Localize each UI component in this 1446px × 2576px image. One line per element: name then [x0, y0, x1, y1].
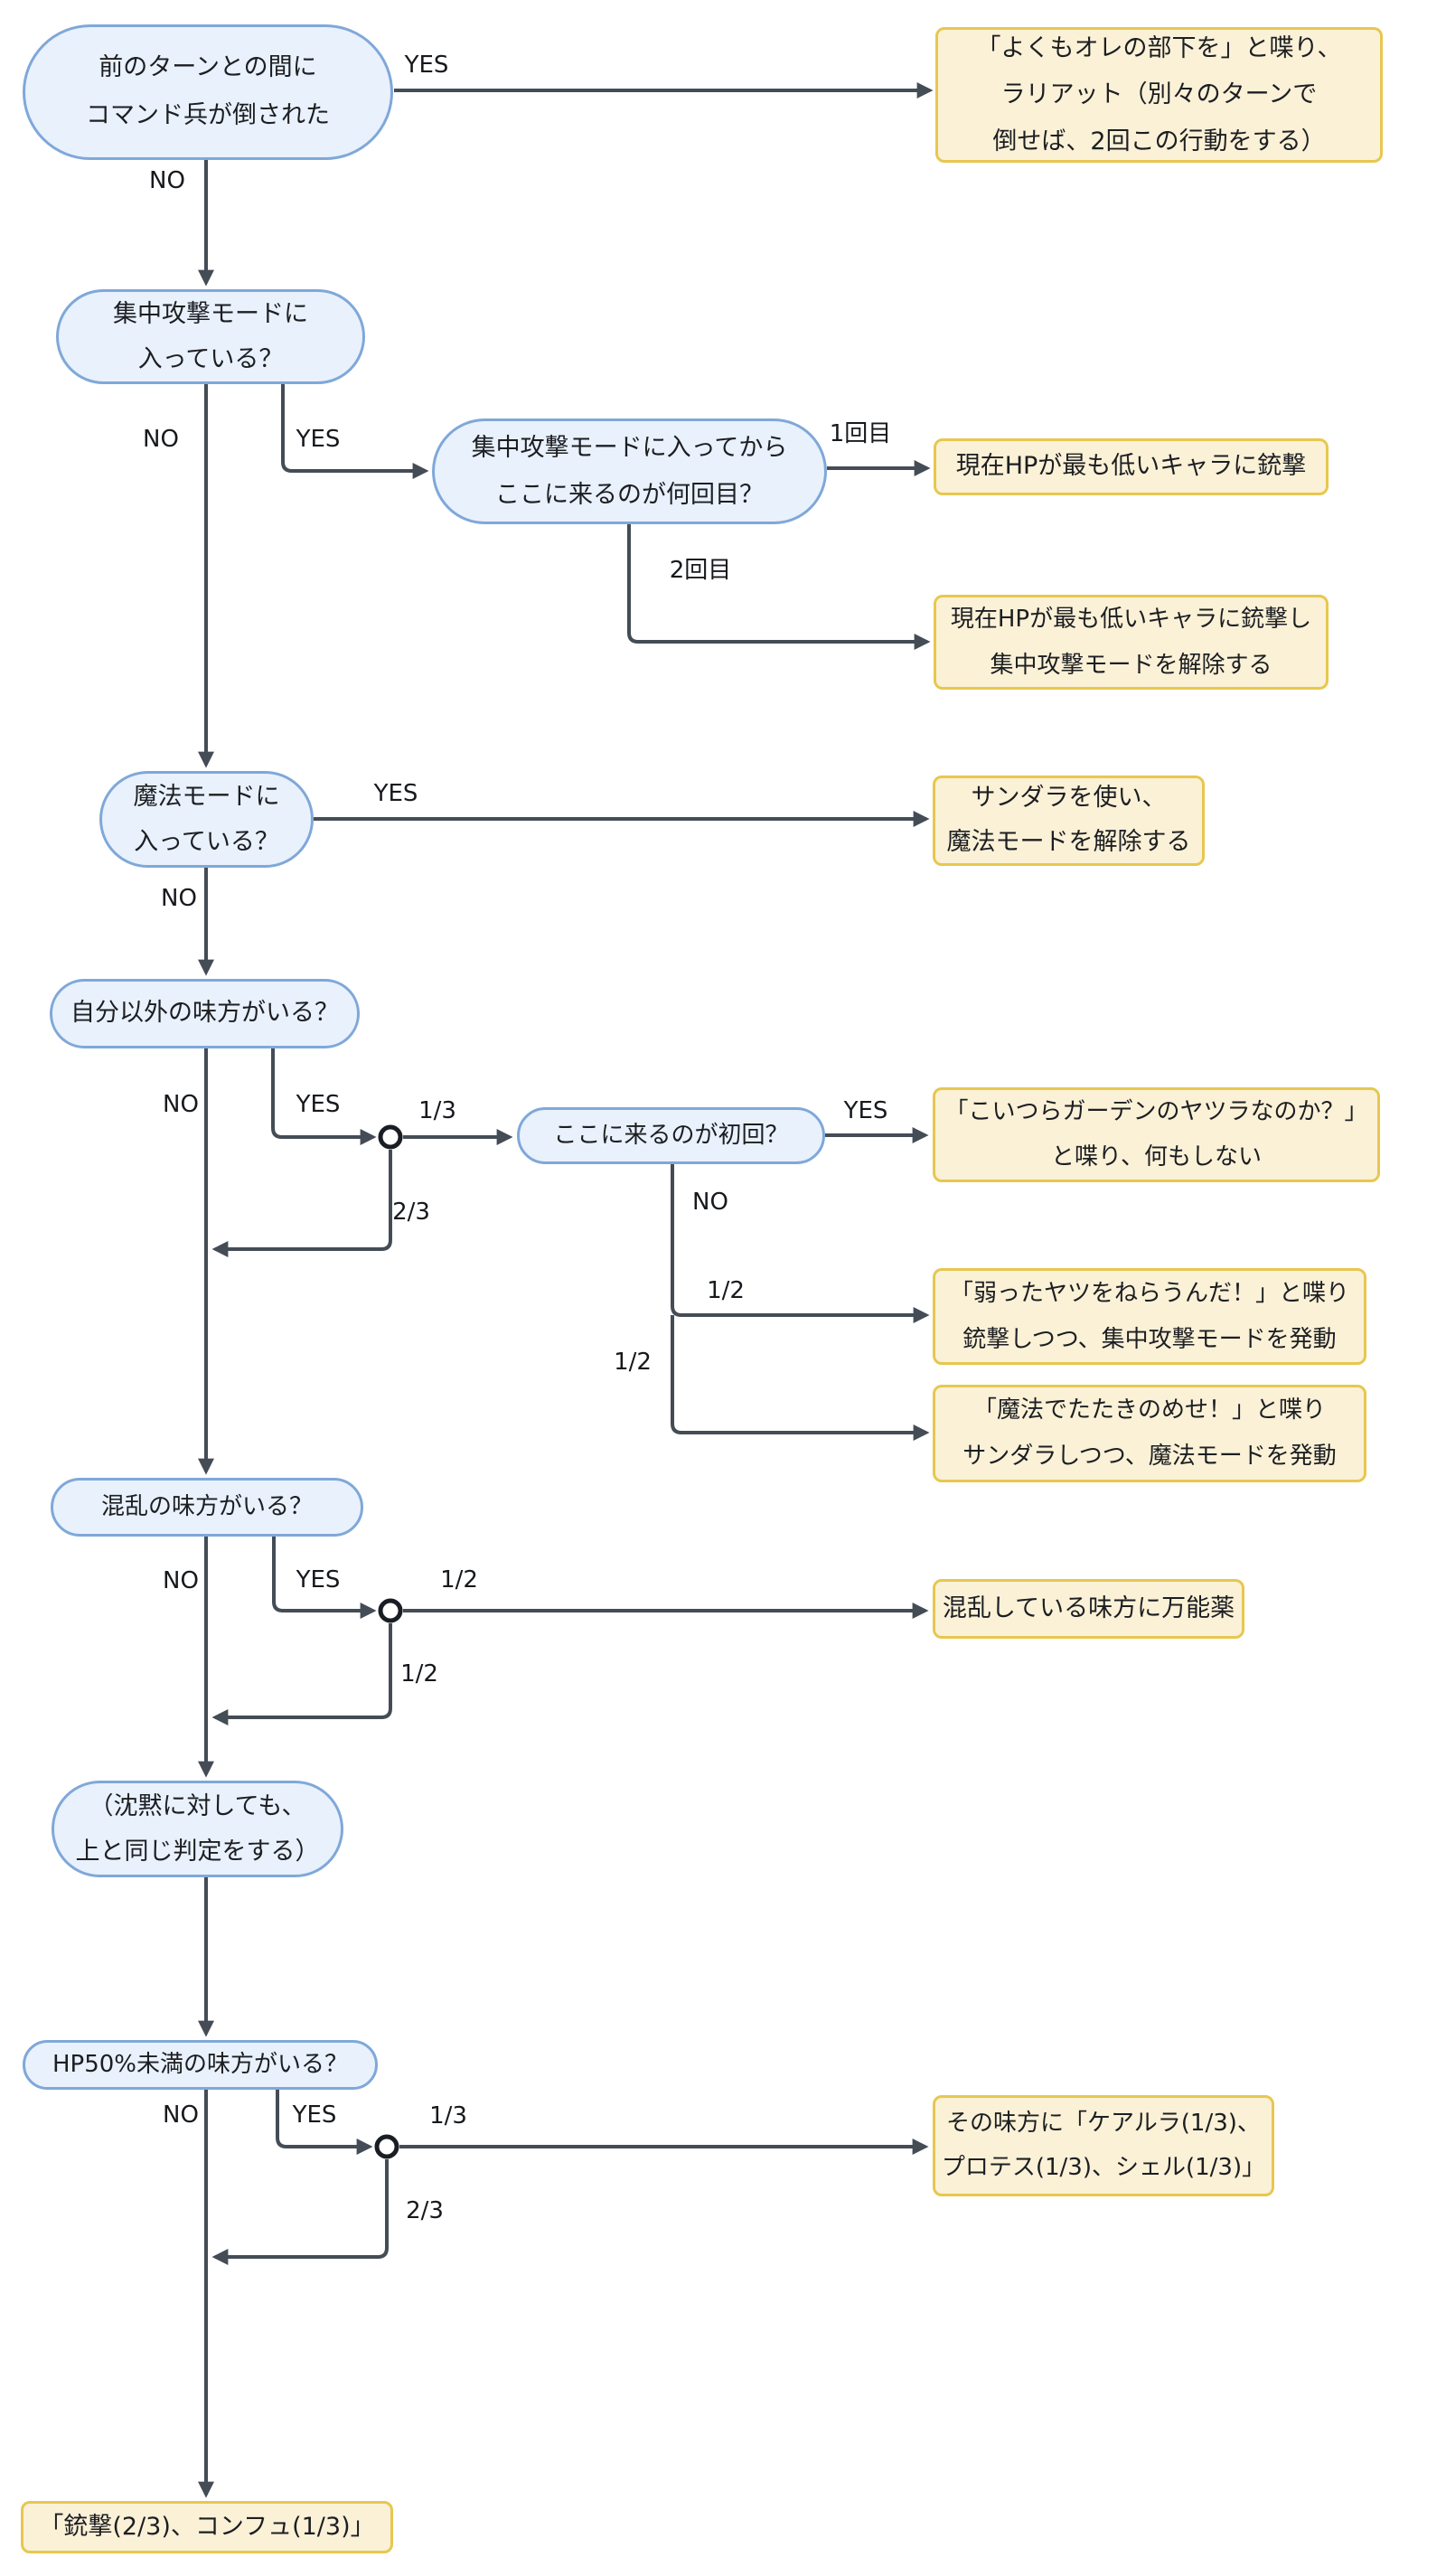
label-q5-yes: YES — [296, 1091, 341, 1118]
action-magic-mode-activate: 「魔法でたたきのめせ！」と喋り サンダラしつつ、魔法モードを発動 — [933, 1385, 1366, 1482]
label-q4-yes: YES — [373, 780, 418, 807]
decision-ally-below-half-hp: HP50%未満の味方がいる？ — [23, 2040, 378, 2090]
label-j1-23: 2/3 — [392, 1199, 430, 1226]
junction-node-2 — [378, 1598, 403, 1623]
edge-q7-yes-j2 — [272, 1537, 377, 1619]
edge-q3-2nd-a3 — [627, 524, 931, 650]
label-q2-yes: YES — [296, 426, 341, 453]
edge-q6-no-a6 — [671, 1164, 930, 1323]
edge-q5-yes-j1 — [271, 1048, 377, 1145]
edge-j1-23-merge — [211, 1150, 392, 1257]
edge-j2-12-merge — [211, 1623, 392, 1725]
edge-q6-no-a7 — [671, 1315, 930, 1441]
edge-q2-yes-q3 — [281, 384, 429, 479]
label-q6-12b: 1/2 — [614, 1349, 652, 1376]
label-q9-yes: YES — [292, 2101, 337, 2129]
edge-j3-23-merge — [211, 2159, 389, 2265]
label-q3-first: 1回目 — [829, 420, 892, 447]
decision-confused-ally: 混乱の味方がいる？ — [51, 1478, 363, 1537]
label-j2-12a: 1/2 — [440, 1566, 478, 1594]
label-q7-yes: YES — [296, 1566, 341, 1594]
decision-first-visit: ここに来るのが初回？ — [517, 1107, 825, 1164]
label-q5-no: NO — [163, 1091, 199, 1118]
action-shoot-confuse: 「銃撃(2/3)、コンフュ(1/3)」 — [21, 2501, 393, 2553]
junction-node-3 — [374, 2134, 399, 2159]
label-q6-12a: 1/2 — [707, 1277, 745, 1304]
label-j2-12b: 1/2 — [400, 1660, 438, 1688]
label-q6-yes: YES — [843, 1097, 888, 1124]
decision-other-allies: 自分以外の味方がいる？ — [50, 979, 360, 1048]
decision-magic-mode: 魔法モードに 入っている？ — [99, 771, 314, 868]
action-cura-protect-shell: その味方に「ケアルラ(1/3)、 プロテス(1/3)、シェル(1/3)」 — [933, 2095, 1274, 2196]
edge-q9-yes-j3 — [276, 2090, 373, 2155]
label-q1-no: NO — [149, 167, 185, 194]
label-q7-no: NO — [163, 1567, 199, 1594]
action-garden-remark: 「こいつらガーデンのヤツラなのか？」 と喋り、何もしない — [933, 1087, 1380, 1182]
action-shoot-lowest-hp: 現在HPが最も低いキャラに銃撃 — [934, 438, 1329, 495]
decision-focus-attack-mode: 集中攻撃モードに 入っている？ — [56, 289, 365, 384]
note-silence-same-check: （沈黙に対しても、 上と同じ判定をする） — [52, 1781, 343, 1877]
label-q9-no: NO — [163, 2101, 199, 2129]
label-q1-yes: YES — [404, 52, 449, 79]
label-q4-no: NO — [161, 885, 197, 912]
label-j3-23: 2/3 — [406, 2197, 444, 2224]
action-weakened-target-focus-mode: 「弱ったヤツをねらうんだ！」と喋り 銃撃しつつ、集中攻撃モードを発動 — [933, 1268, 1366, 1365]
label-q2-no: NO — [143, 426, 179, 453]
label-q6-no: NO — [692, 1189, 728, 1216]
junction-node-1 — [378, 1124, 403, 1150]
action-remedy-confused-ally: 混乱している味方に万能薬 — [933, 1579, 1244, 1639]
decision-focus-mode-visit-count: 集中攻撃モードに入ってから ここに来るのが何回目？ — [432, 418, 827, 524]
label-q3-second: 2回目 — [669, 557, 732, 584]
label-j3-13: 1/3 — [429, 2102, 467, 2129]
decision-commander-soldier-killed: 前のターンとの間に コマンド兵が倒された — [23, 24, 393, 160]
action-thundara-clear-magic: サンダラを使い、 魔法モードを解除する — [933, 776, 1205, 866]
action-shoot-lowest-hp-clear-focus: 現在HPが最も低いキャラに銃撃し 集中攻撃モードを解除する — [934, 595, 1329, 690]
action-lariat: 「よくもオレの部下を」と喋り、 ラリアット（別々のターンで 倒せば、2回この行動… — [935, 27, 1383, 163]
label-j1-13: 1/3 — [418, 1097, 456, 1124]
